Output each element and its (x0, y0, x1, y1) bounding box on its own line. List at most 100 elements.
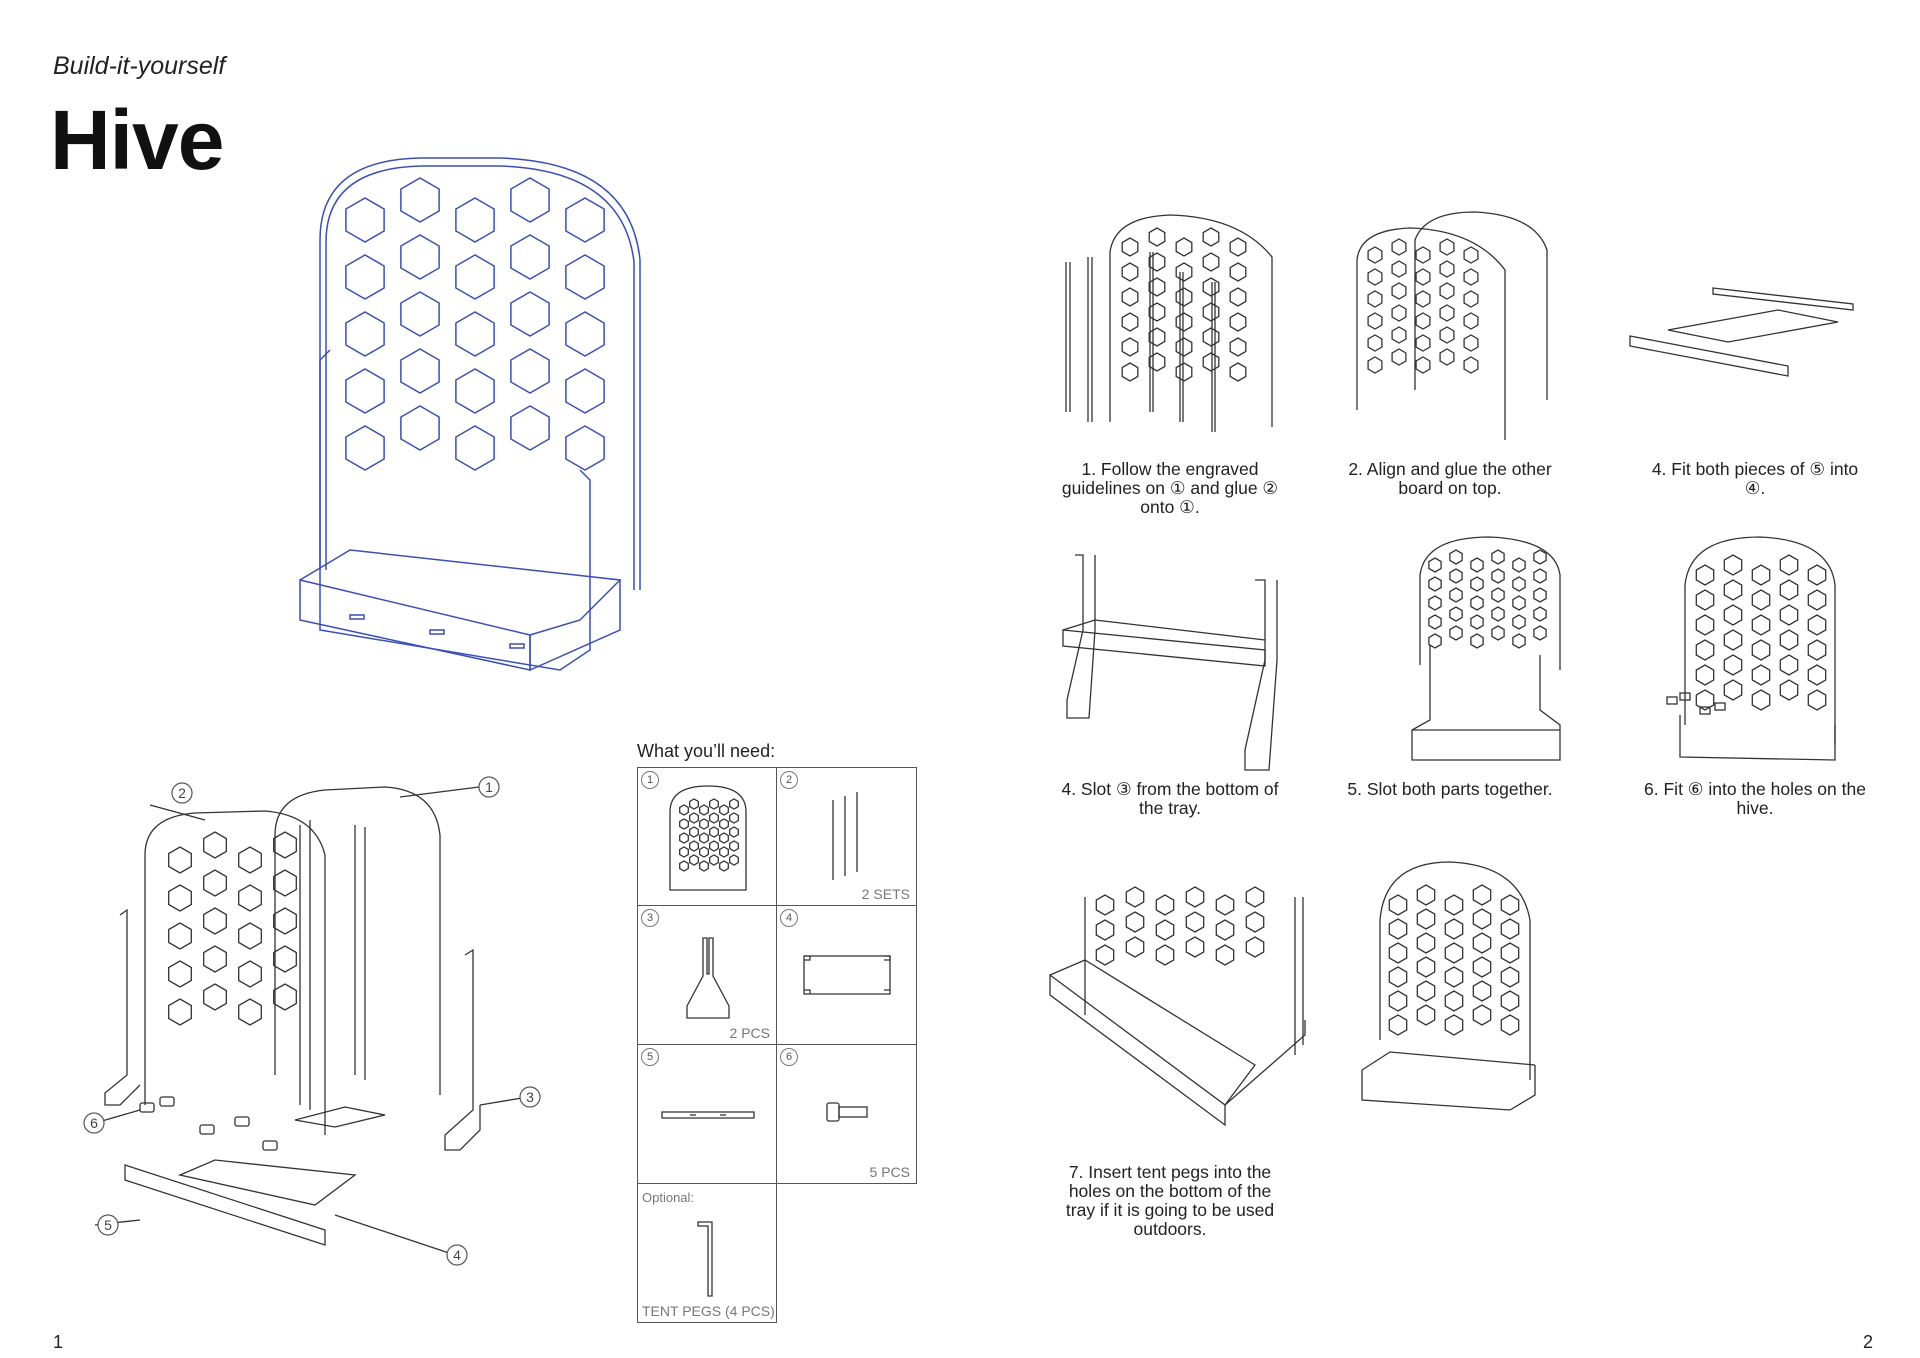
hexagon-cell (1695, 564, 1715, 586)
hexagon-cell (1695, 614, 1715, 636)
hexagon-cell (1416, 908, 1436, 930)
hexagon-cell (1512, 557, 1526, 573)
hexagon-cell (400, 348, 440, 394)
part-cell-6: 6 5 PCS (776, 1044, 917, 1184)
hexagon-cell (699, 860, 709, 872)
hexagon-cell (1470, 633, 1484, 649)
callout-5: 5 (97, 1214, 119, 1236)
hexagon-cell (1428, 633, 1442, 649)
part-number: 2 (780, 771, 798, 789)
hexagon-cell (1245, 886, 1265, 908)
hexagon-cell (1723, 679, 1743, 701)
hexagon-cell (168, 884, 192, 912)
hexagon-cell (1533, 587, 1547, 603)
hexagon-cell (1444, 1014, 1464, 1036)
hexagon-cell (1148, 302, 1166, 322)
hexagon-cell (1439, 304, 1455, 322)
step-6-caption: 6. Fit ⑥ into the holes on the hive. (1644, 779, 1866, 818)
hexagon-cell (400, 291, 440, 337)
hexagon-cell (1095, 919, 1115, 941)
hexagon-cell (1533, 625, 1547, 641)
hexagon-cell (1428, 595, 1442, 611)
hexagon-cell (168, 960, 192, 988)
hexagon-cell (510, 405, 550, 451)
hexagon-cell (1175, 237, 1193, 257)
hexagon-cell (238, 846, 262, 874)
hexagon-cell (1751, 564, 1771, 586)
hexagon-cell (1415, 290, 1431, 308)
hexagon-cell (1415, 268, 1431, 286)
hexagon-cell (273, 945, 297, 973)
hexagon-cell (455, 197, 495, 243)
hexagon-cell (1512, 633, 1526, 649)
hexagon-cell (565, 368, 605, 414)
hexagon-cell (510, 234, 550, 280)
exploded-diagram: 1 2 3 4 5 6 (83, 776, 541, 1266)
hexagon-cell (510, 291, 550, 337)
hexagon-cell (1388, 918, 1408, 940)
hexagon-cell (1391, 326, 1407, 344)
step-5-caption: 5. Slot both parts together. (1347, 779, 1553, 799)
hexagon-cell (1155, 944, 1175, 966)
hexagon-cell (565, 311, 605, 357)
subtitle: Build-it-yourself (53, 52, 226, 80)
hexagon-cell (1500, 942, 1520, 964)
hexagon-cell (1175, 287, 1193, 307)
hexagon-cell (1229, 362, 1247, 382)
part-cell-4: 4 (776, 905, 917, 1045)
hexagon-cell (168, 998, 192, 1026)
hexagon-cell (1391, 304, 1407, 322)
stand-icon (686, 937, 730, 1019)
hexagon-cell (1202, 252, 1220, 272)
part-number: 5 (641, 1048, 659, 1066)
hexagon-cell (1416, 884, 1436, 906)
hexagon-cell (1500, 894, 1520, 916)
step6-illustration (1666, 536, 1836, 761)
hexagon-cell (1202, 277, 1220, 297)
hexagon-cell (689, 798, 699, 810)
hexagon-cell (1185, 886, 1205, 908)
hexagon-cell (1695, 589, 1715, 611)
hexagon-cell (1472, 980, 1492, 1002)
hexagon-cell (1512, 614, 1526, 630)
hexagon-cell (1512, 576, 1526, 592)
callout-3: 3 (519, 1086, 541, 1108)
hexagon-cell (238, 922, 262, 950)
hexagon-cell (1779, 679, 1799, 701)
step7-illustration (1049, 886, 1306, 1127)
hexagon-cell (1807, 664, 1827, 686)
hexagon-cell (565, 425, 605, 471)
hexagon-cell (1751, 639, 1771, 661)
hexagon-cell (1415, 356, 1431, 374)
hexagon-cell (1185, 936, 1205, 958)
hexagon-cell (1367, 268, 1383, 286)
hexagon-cell (565, 197, 605, 243)
hexagon-cell (1444, 918, 1464, 940)
hexagon-cell (1439, 348, 1455, 366)
step1-illustration (1065, 214, 1273, 432)
hexagon-cell (1175, 362, 1193, 382)
hexagon-cell (1428, 557, 1442, 573)
hexagon-cell (1121, 312, 1139, 332)
hexagon-cell (273, 869, 297, 897)
hexagon-cell (1807, 639, 1827, 661)
hexagon-cell (203, 831, 227, 859)
hexagon-cell (1229, 337, 1247, 357)
hexagon-cell (1807, 689, 1827, 711)
hexagon-cell (1148, 227, 1166, 247)
board-icon (669, 785, 747, 891)
hexagon-cell (689, 840, 699, 852)
hexagon-cell (729, 798, 739, 810)
step-1-caption: 1. Follow the engraved guidelines on ① a… (1061, 459, 1279, 517)
hexagon-cell (1215, 894, 1235, 916)
hexagon-cell (679, 832, 689, 844)
hexagon-cell (1148, 252, 1166, 272)
hexagon-cell (1416, 956, 1436, 978)
part-number: 4 (780, 909, 798, 927)
hexagon-cell (1416, 932, 1436, 954)
step4-illustration (1062, 554, 1278, 771)
hexagon-cell (1155, 919, 1175, 941)
hero-hive-illustration (299, 157, 641, 672)
hexagon-cell (1463, 356, 1479, 374)
hexagon-cell (168, 846, 192, 874)
